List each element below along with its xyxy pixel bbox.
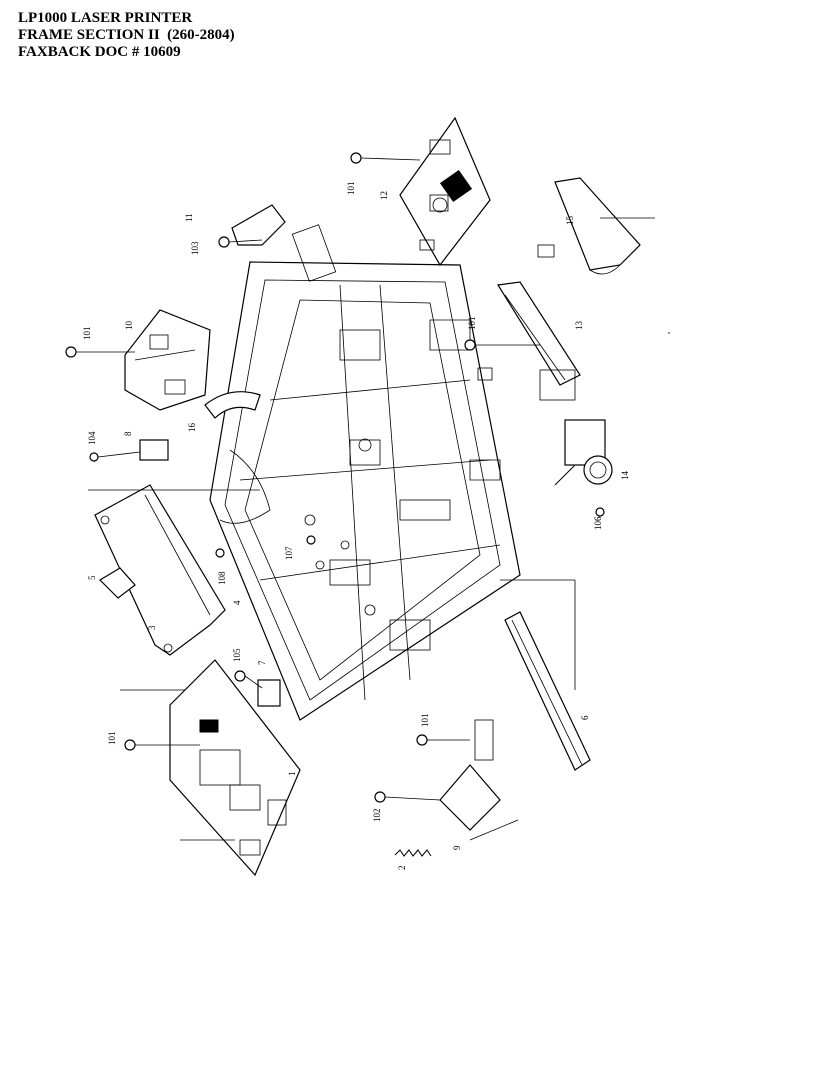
- callout-15: 15: [565, 216, 575, 226]
- callout-101-left: 101: [82, 327, 92, 341]
- callout-2: 2: [397, 866, 407, 871]
- callout-102: 102: [372, 809, 382, 823]
- callout-105: 105: [232, 648, 242, 662]
- callout-14: 14: [620, 471, 630, 481]
- callout-5: 5: [87, 575, 97, 580]
- callout-labels: 1 2 3 4 5 6 7 8 9 10 11 12 13 14 15 16 1…: [82, 182, 630, 871]
- callout-1: 1: [287, 772, 297, 777]
- callout-9: 9: [452, 845, 462, 850]
- main-frame: [209, 261, 521, 721]
- callout-104: 104: [87, 431, 97, 445]
- callout-4: 4: [232, 600, 242, 605]
- callout-12: 12: [379, 191, 389, 200]
- callout-108: 108: [217, 571, 227, 585]
- callout-101-lower-left: 101: [107, 732, 117, 746]
- part-1-board: [169, 659, 301, 877]
- callout-11: 11: [184, 213, 194, 222]
- part-2-spring: [394, 849, 432, 857]
- part-4-bracket: [439, 719, 501, 831]
- document-header: LP1000 LASER PRINTER FRAME SECTION II (2…: [18, 10, 235, 61]
- callout-7: 7: [257, 660, 267, 665]
- part-8-bracket: [139, 439, 169, 461]
- callout-101-right: 101: [467, 317, 477, 331]
- part-3-arm: [94, 484, 226, 656]
- callout-107: 107: [284, 546, 294, 560]
- part-10-module: [124, 309, 211, 411]
- callout-16: 16: [187, 423, 197, 433]
- part-5-plate: [99, 567, 136, 599]
- callout-101-lower-mid: 101: [420, 714, 430, 728]
- part-11-bracket: [231, 204, 337, 282]
- part-7-part: [257, 679, 281, 707]
- callout-6: 6: [580, 715, 590, 720]
- part-15-cover: [537, 177, 641, 275]
- header-title: LP1000 LASER PRINTER: [18, 10, 193, 26]
- callout-10: 10: [124, 321, 134, 331]
- callout-3: 3: [147, 625, 157, 630]
- callout-106: 106: [593, 516, 603, 530]
- part-12-board: [399, 116, 491, 267]
- header-section: FRAME SECTION II (260-2804): [18, 27, 235, 43]
- part-6-rail: [504, 611, 591, 771]
- callout-13: 13: [574, 321, 584, 331]
- part-13-rail: [477, 281, 581, 401]
- part-14-motor: [554, 419, 613, 486]
- part-16-guide: [204, 391, 261, 419]
- callout-101-top: 101: [346, 182, 356, 196]
- leader-lines: [76, 157, 655, 841]
- callout-8: 8: [123, 431, 133, 436]
- header-doc-number: FAXBACK DOC # 10609: [18, 44, 181, 60]
- callout-103: 103: [190, 241, 200, 255]
